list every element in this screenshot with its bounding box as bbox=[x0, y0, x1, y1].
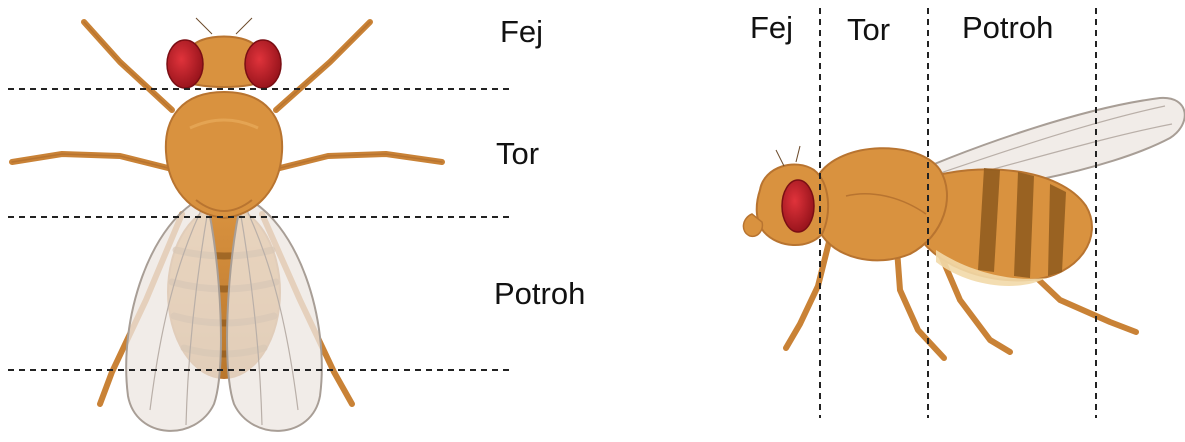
label-abdomen-dorsal: Potroh bbox=[494, 278, 585, 309]
label-abdomen-lateral: Potroh bbox=[962, 12, 1053, 43]
label-thorax-dorsal: Tor bbox=[496, 138, 539, 169]
dorsal-eye-left bbox=[167, 40, 203, 88]
label-head-lateral: Fej bbox=[750, 12, 793, 43]
label-head-dorsal: Fej bbox=[500, 16, 543, 47]
fruit-fly-dorsal-icon bbox=[12, 18, 442, 431]
dorsal-eye-right bbox=[245, 40, 281, 88]
dorsal-thorax bbox=[166, 92, 282, 218]
fruit-fly-lateral-icon bbox=[743, 98, 1184, 358]
lateral-eye bbox=[782, 180, 814, 232]
label-thorax-lateral: Tor bbox=[847, 14, 890, 45]
